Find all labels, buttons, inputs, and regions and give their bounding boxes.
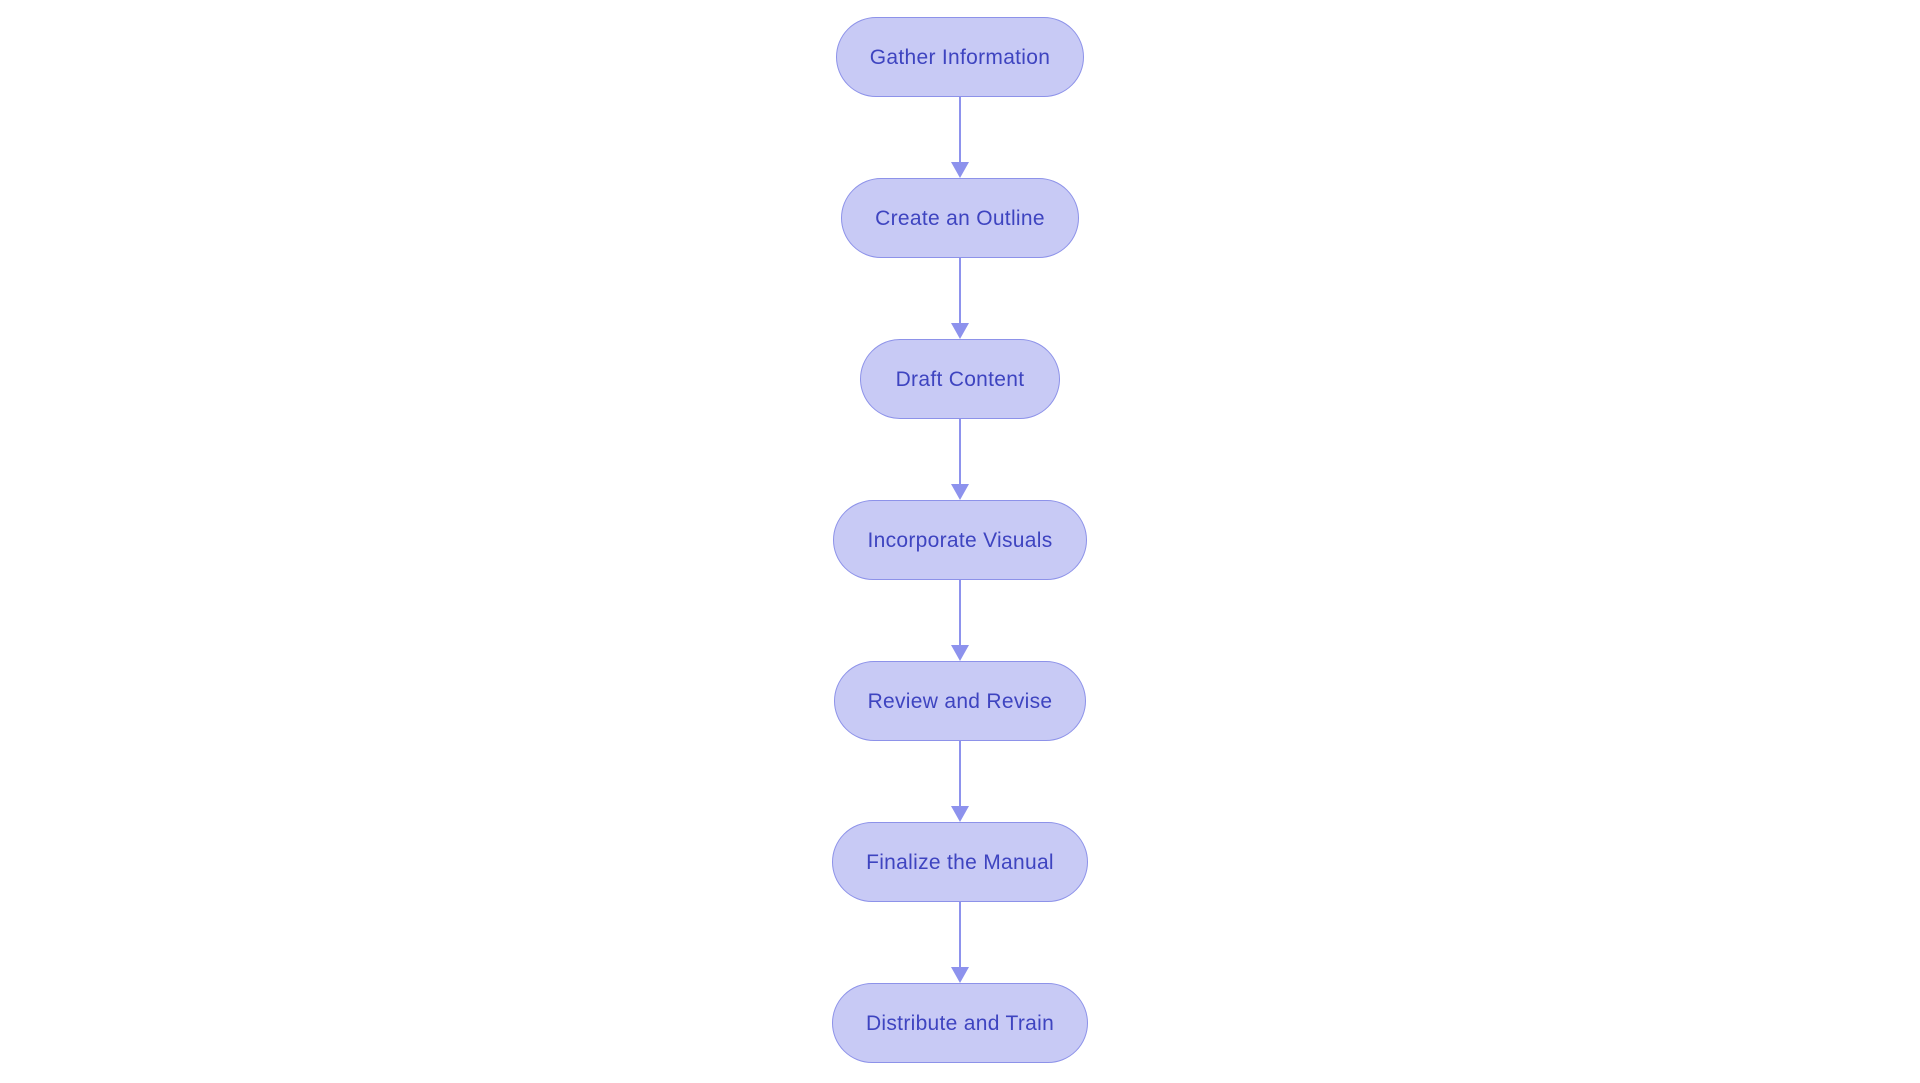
arrowhead-down-icon [951, 645, 969, 661]
arrowhead-down-icon [951, 323, 969, 339]
flow-node-create-an-outline: Create an Outline [841, 178, 1079, 258]
arrowhead-down-icon [951, 162, 969, 178]
arrow-line [958, 580, 962, 646]
flow-node-label: Gather Information [869, 45, 1051, 69]
flow-node-distribute-and-train: Distribute and Train [831, 983, 1089, 1063]
flow-arrow-5 [951, 741, 969, 822]
flow-node-draft-content: Draft Content [860, 339, 1060, 419]
flow-node-gather-information: Gather Information [835, 17, 1085, 97]
arrow-line [958, 419, 962, 485]
arrow-line [958, 741, 962, 807]
arrowhead-down-icon [951, 484, 969, 500]
arrowhead-down-icon [951, 967, 969, 983]
flow-node-label: Create an Outline [875, 206, 1045, 230]
flow-arrow-3 [951, 419, 969, 500]
flow-arrow-6 [951, 902, 969, 983]
arrow-line [958, 902, 962, 968]
flow-node-finalize-the-manual: Finalize the Manual [832, 822, 1088, 902]
flow-arrow-2 [951, 258, 969, 339]
flow-node-review-and-revise: Review and Revise [833, 661, 1087, 741]
flow-node-label: Incorporate Visuals [867, 528, 1053, 552]
flow-arrow-4 [951, 580, 969, 661]
flow-node-label: Review and Revise [867, 689, 1053, 713]
flow-node-label: Finalize the Manual [866, 850, 1054, 874]
arrow-line [958, 258, 962, 324]
flow-node-label: Draft Content [895, 367, 1025, 391]
arrow-line [958, 97, 962, 163]
arrowhead-down-icon [951, 806, 969, 822]
flow-node-label: Distribute and Train [865, 1011, 1055, 1035]
flow-node-incorporate-visuals: Incorporate Visuals [833, 500, 1087, 580]
flow-arrow-1 [951, 97, 969, 178]
